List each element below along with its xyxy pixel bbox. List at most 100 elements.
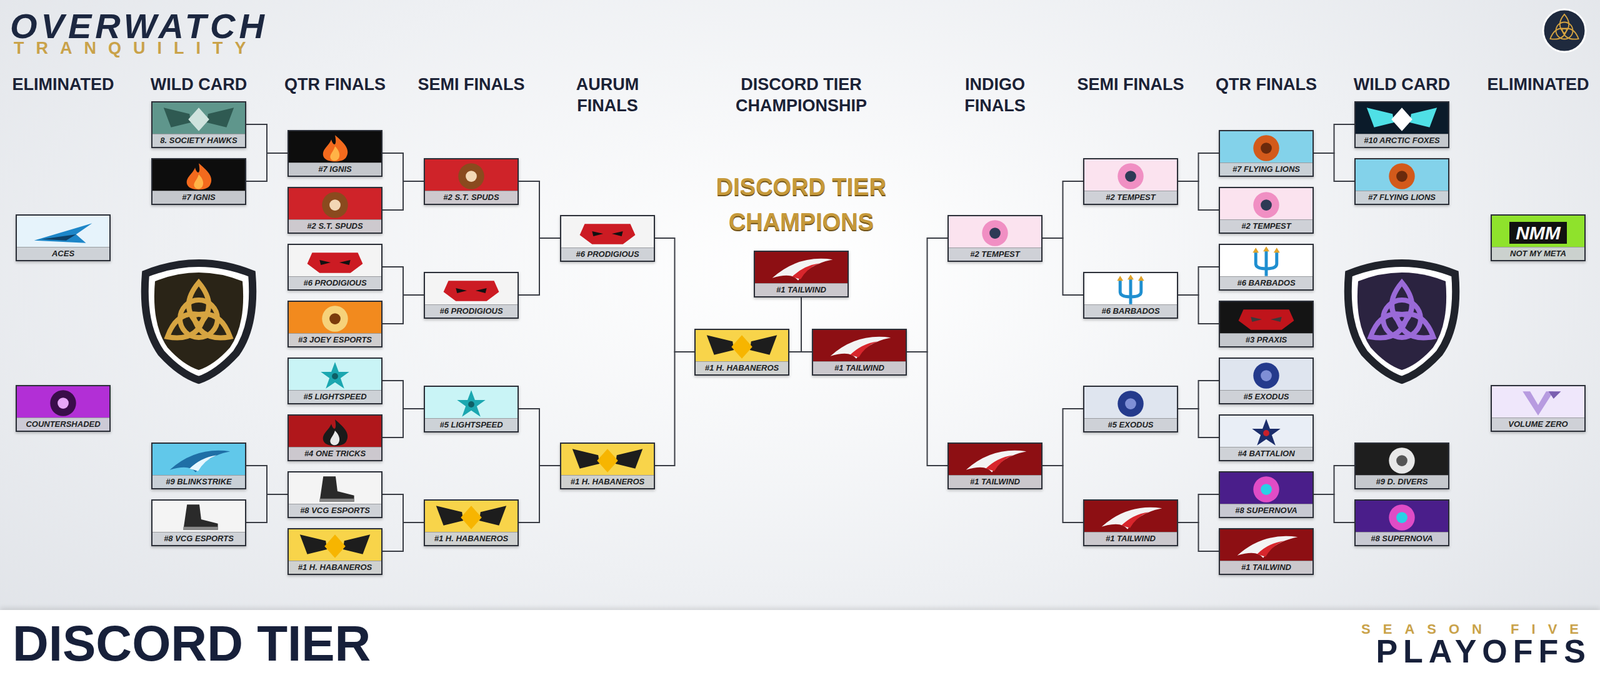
name-strip: #7 IGNIS — [152, 190, 245, 204]
decor-shape — [596, 448, 619, 472]
team-logo — [152, 500, 245, 535]
team-box: #6 PRODIGIOUS — [287, 243, 383, 291]
team-box: #6 BARBADOS — [1218, 243, 1314, 291]
name-strip: #6 BARBADOS — [1220, 276, 1313, 290]
team-logo — [425, 273, 518, 308]
team-name: #6 BARBADOS — [1101, 305, 1160, 317]
decor-shape — [1250, 316, 1282, 322]
triquetra — [162, 282, 235, 346]
team-box: #7 IGNIS — [287, 130, 383, 177]
team-name: #4 BATTALION — [1237, 447, 1295, 460]
team-box: #6 BARBADOS — [1083, 271, 1179, 319]
bracket-line — [382, 266, 424, 295]
name-strip: #5 EXODUS — [1084, 418, 1177, 432]
emblem-disc — [1543, 9, 1586, 52]
round-header-box: AURUM FINALS — [560, 74, 655, 117]
decor-shape — [188, 107, 210, 131]
bracket-line — [382, 295, 424, 324]
team-name: #1 TAILWIND — [970, 475, 1020, 488]
team-name: #8 SUPERNOVA — [1235, 504, 1297, 517]
team-name: #2 TEMPEST — [1105, 191, 1155, 204]
triquetra-leaf — [162, 306, 210, 346]
name-strip: #5 LIGHTSPEED — [288, 390, 382, 404]
decor-shape — [1396, 170, 1408, 182]
team-logo — [561, 443, 654, 479]
decor-shape — [731, 335, 753, 359]
decor-shape — [1256, 540, 1284, 557]
name-strip: #2 TEMPEST — [1084, 190, 1177, 204]
decor-shape — [186, 163, 212, 190]
triquetra-ring — [1556, 22, 1574, 40]
decor-shape — [443, 280, 500, 302]
decor-shape — [1251, 418, 1280, 445]
team-box: #5 LIGHTSPEED — [287, 357, 383, 405]
team-logo — [425, 159, 518, 194]
team-box: ACES — [15, 214, 111, 262]
bracket-line — [1042, 238, 1084, 295]
bracket-line — [518, 181, 560, 239]
decor-shape — [572, 448, 600, 469]
team-box: #2 TEMPEST — [947, 215, 1043, 262]
decor-shape — [772, 258, 834, 280]
team-logo — [948, 216, 1042, 251]
decor-shape — [1237, 535, 1299, 558]
decor-shape — [985, 455, 1013, 472]
team-logo — [1355, 159, 1449, 194]
decor-shape — [468, 401, 475, 408]
decor-shape — [321, 191, 348, 218]
team-name: #7 FLYING LIONS — [1232, 163, 1300, 175]
team-name: #1 H. HABANEROS — [705, 361, 779, 374]
team-box: #1 H. HABANEROS — [694, 328, 790, 376]
name-strip: #5 EXODUS — [1220, 390, 1313, 404]
bracket-line — [1178, 380, 1219, 409]
team-name: #2 TEMPEST — [970, 248, 1020, 260]
name-strip: #1 TAILWIND — [1220, 560, 1313, 574]
decor-shape — [1260, 483, 1272, 495]
name-strip: #6 PRODIGIOUS — [561, 247, 654, 261]
round-header-box: ELIMINATED — [0, 74, 126, 96]
decor-shape — [41, 233, 76, 240]
decor-shape — [1265, 248, 1269, 276]
bracket-line — [246, 124, 288, 154]
team-logo — [288, 188, 382, 223]
decor-shape — [34, 223, 93, 244]
bracket-line — [518, 238, 560, 295]
bracket-line — [655, 238, 695, 352]
bracket-line — [655, 351, 695, 466]
logo-text: NMM — [1509, 221, 1567, 244]
decor-shape — [1396, 455, 1408, 467]
bracket-line — [1178, 522, 1219, 552]
team-box: #9 D. DIVERS — [1354, 442, 1450, 490]
bracket-line — [1178, 181, 1219, 210]
bracket-line — [906, 238, 948, 352]
team-box: #4 BATTALION — [1218, 414, 1314, 462]
decor-shape — [706, 335, 734, 355]
name-strip: NOT MY META — [1491, 246, 1585, 260]
team-box: #1 H. HABANEROS — [287, 528, 383, 575]
decor-shape — [1117, 163, 1144, 189]
triquetra-leaf — [1365, 306, 1413, 346]
round-header: SEMI FINALS — [417, 75, 525, 94]
team-box: #1 TAILWIND — [811, 328, 907, 376]
team-logo — [755, 251, 848, 287]
team-logo — [288, 358, 382, 394]
team-name: 8. SOCIETY HAWKS — [160, 134, 237, 147]
decor-shape — [1253, 135, 1279, 161]
team-box: #2 TEMPEST — [1218, 186, 1314, 234]
team-box: #6 PRODIGIOUS — [423, 271, 519, 319]
bracket-line — [906, 351, 948, 466]
team-name: #2 S.T. SPUDS — [443, 191, 499, 204]
round-header-box: WILD CARD — [1339, 74, 1465, 96]
team-name: VOLUME ZERO — [1508, 418, 1568, 430]
round-header: QTR FINALS — [284, 75, 386, 94]
team-box: #1 H. HABANEROS — [423, 499, 519, 547]
decor-shape — [850, 341, 877, 358]
name-strip: #2 S.T. SPUDS — [425, 190, 518, 204]
team-box: #8 VCG ESPORTS — [151, 499, 247, 547]
decor-shape — [830, 336, 892, 359]
bracket-line — [1042, 465, 1084, 523]
decor-shape — [989, 227, 1001, 239]
decor-shape — [1388, 163, 1415, 189]
decor-shape — [329, 313, 341, 325]
decor-shape — [1396, 511, 1408, 524]
